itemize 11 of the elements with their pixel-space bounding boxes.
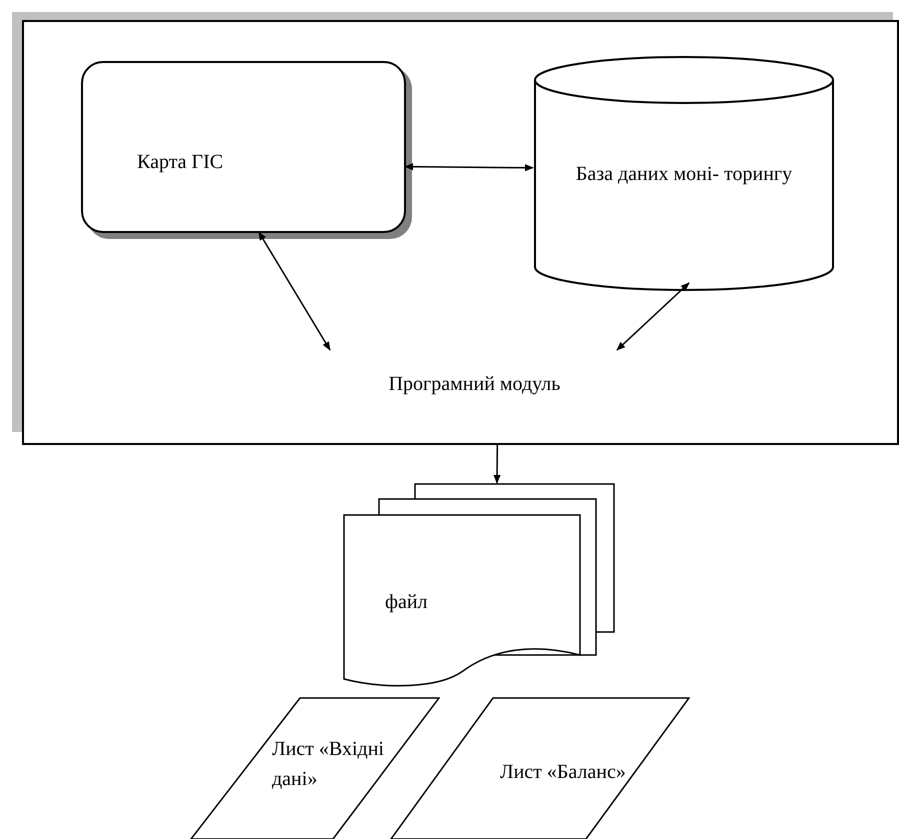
- arrow: [616, 282, 690, 351]
- arrow: [258, 231, 331, 351]
- node-label: База даних моні- торингу: [576, 163, 792, 185]
- node-label: Карта ГІС: [137, 151, 224, 173]
- node-label: Лист «Вхідні дані»: [272, 738, 384, 790]
- arrow: [404, 163, 534, 172]
- node-label: Програмний модуль: [388, 372, 560, 397]
- arrow: [493, 445, 501, 484]
- node-label: файл: [385, 591, 428, 613]
- node-label: Лист «Баланс»: [500, 761, 626, 783]
- frame-box: [22, 20, 899, 445]
